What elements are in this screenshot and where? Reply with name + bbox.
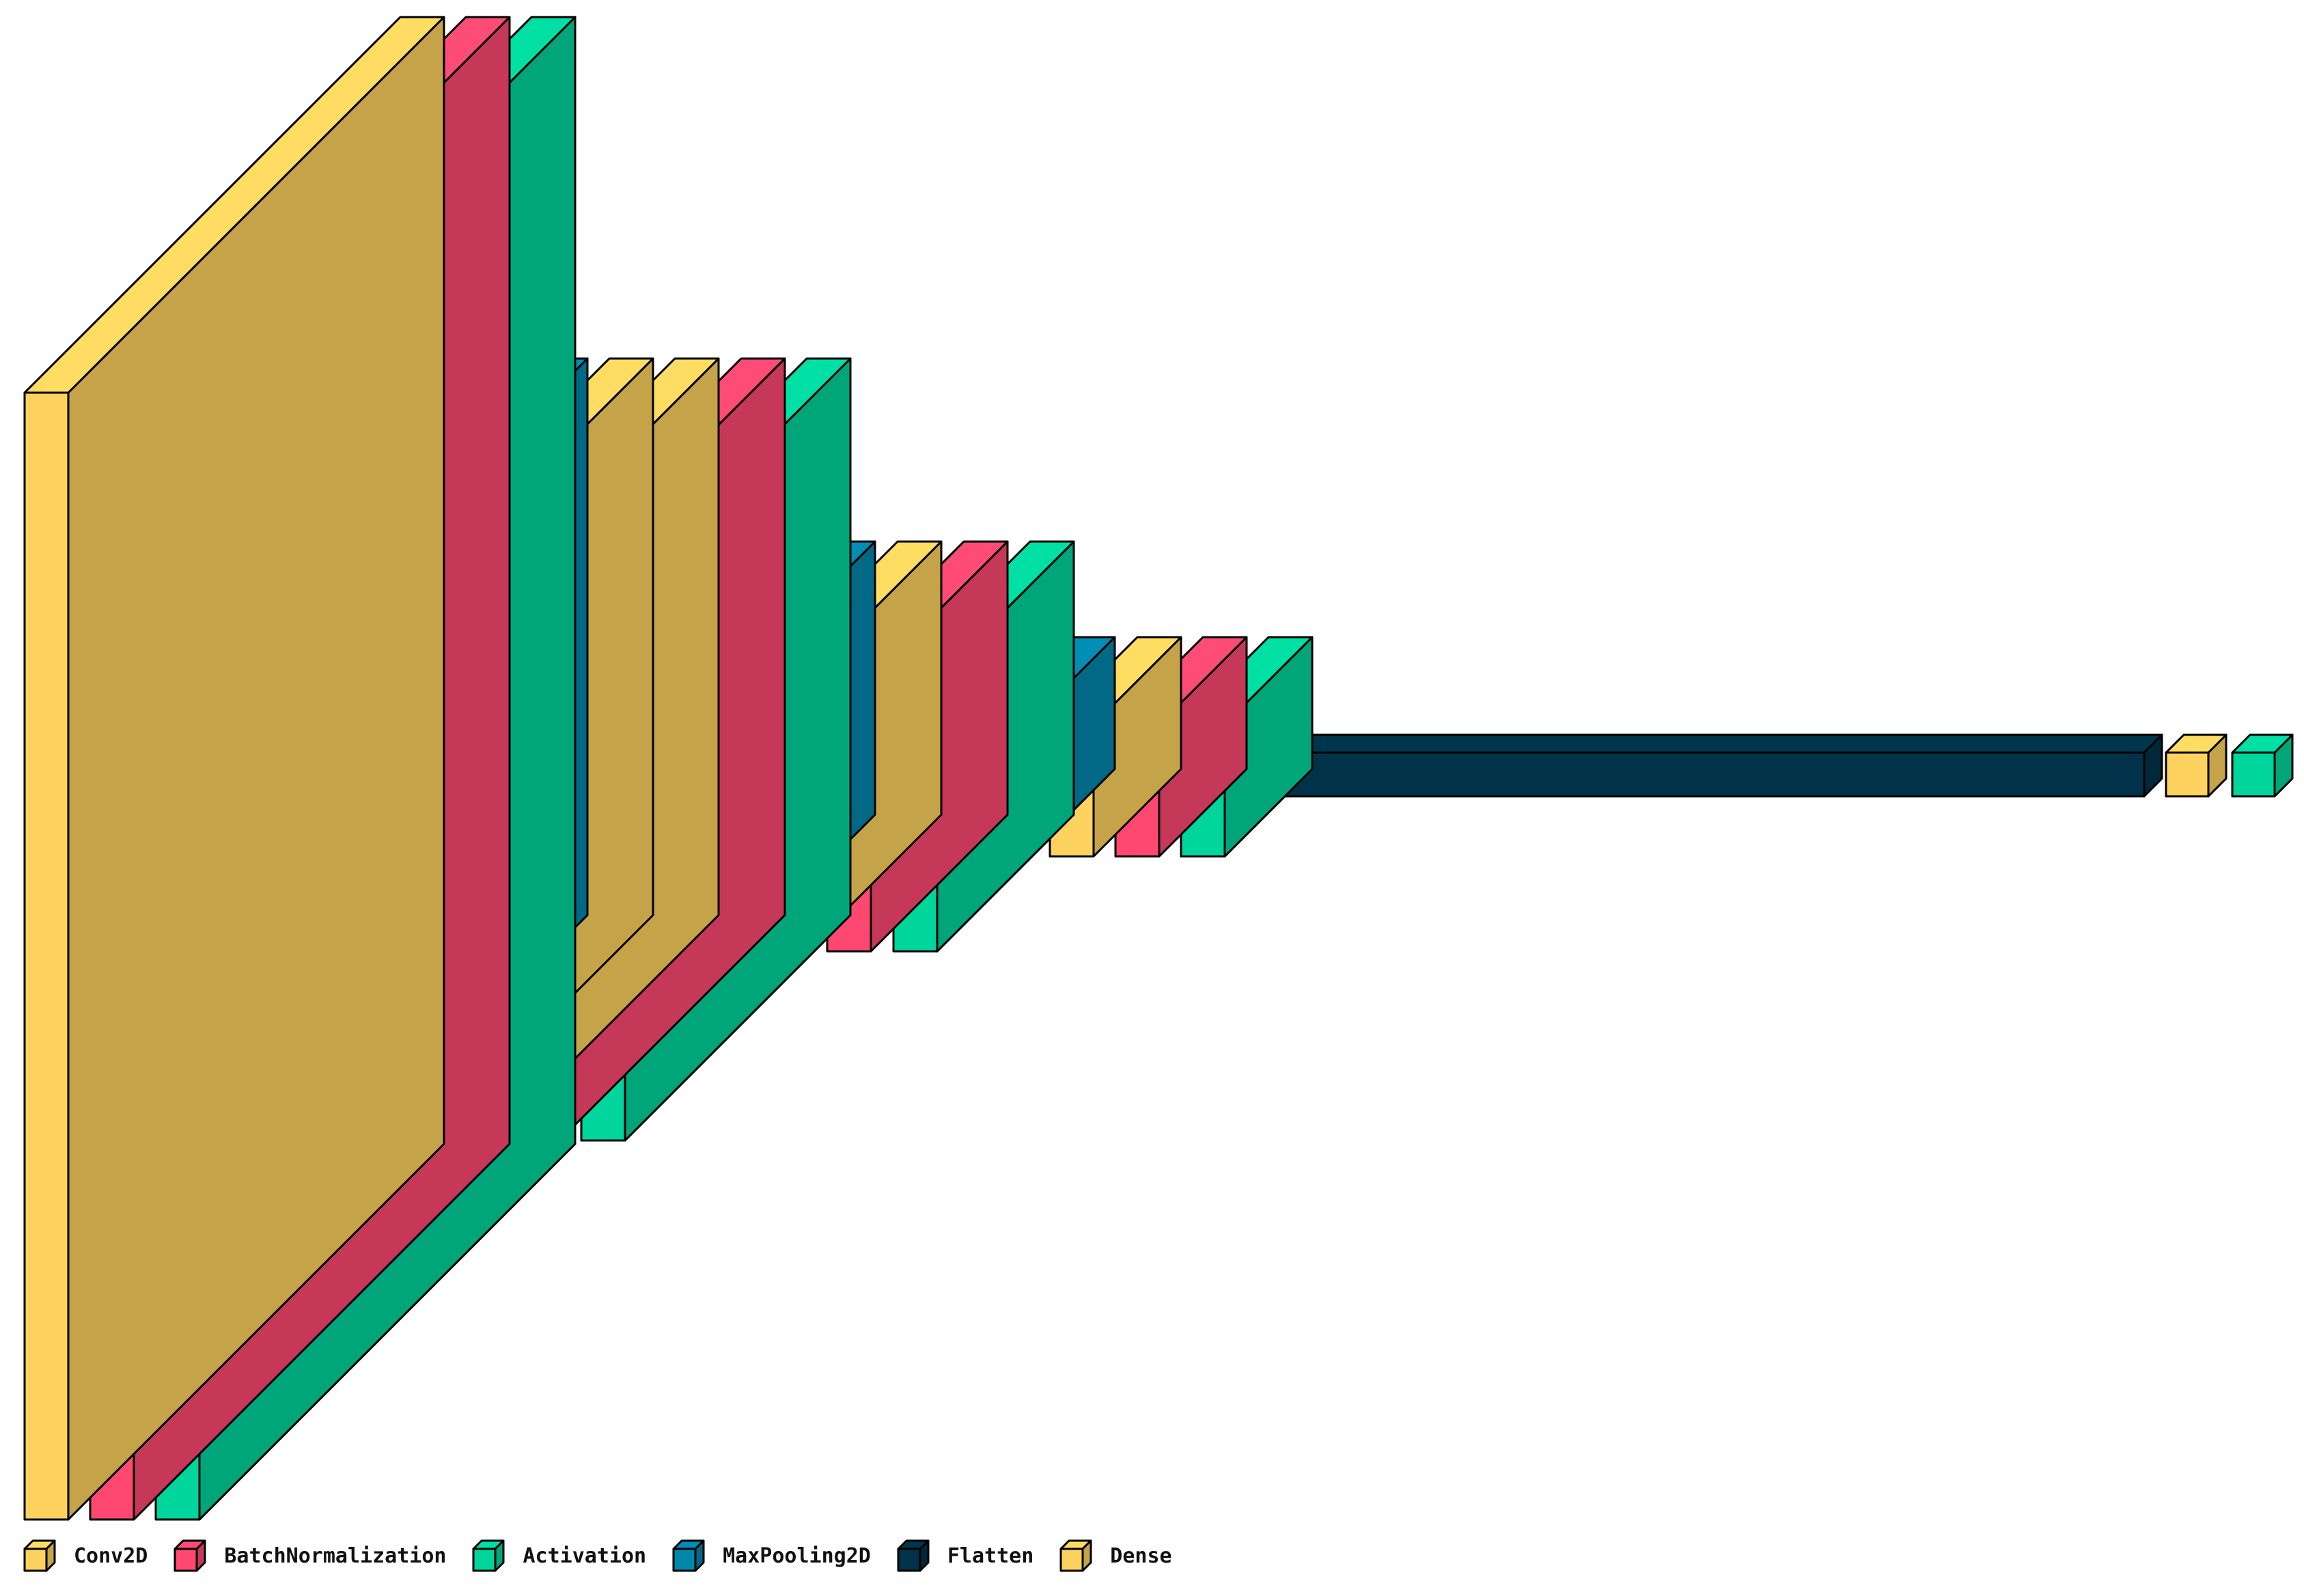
legend-label-activation: Activation	[523, 1543, 647, 1568]
batchnorm-cube-icon	[174, 1539, 206, 1572]
legend-label-batchnorm: BatchNormalization	[224, 1543, 447, 1568]
layer-activation-19	[2231, 733, 2294, 798]
legend-item-dense: Dense	[1057, 1537, 1172, 1575]
legend-item-maxpool: MaxPooling2D	[669, 1537, 871, 1575]
layer-dense-18	[2165, 733, 2227, 798]
legend-label-conv2d: Conv2D	[74, 1543, 148, 1568]
layer-boxes	[23, 16, 2294, 1521]
legend-label-dense: Dense	[1110, 1543, 1172, 1568]
legend-item-activation: Activation	[469, 1537, 646, 1575]
conv2d-cube-icon	[23, 1539, 56, 1572]
layer-conv2d-1	[23, 16, 445, 1521]
legend-label-maxpool: MaxPooling2D	[723, 1543, 871, 1568]
legend-item-batchnorm: BatchNormalization	[171, 1537, 446, 1575]
dense-cube-icon	[1059, 1539, 1092, 1572]
legend: Conv2D BatchNormalization Activation MaxPoo…	[20, 1534, 1195, 1578]
activation-cube-icon	[472, 1539, 505, 1572]
legend-item-flatten: Flatten	[894, 1537, 1033, 1575]
legend-item-conv2d: Conv2D	[20, 1537, 148, 1575]
flatten-cube-icon	[897, 1539, 930, 1572]
legend-label-flatten: Flatten	[947, 1543, 1034, 1568]
layer-flatten-17	[1262, 733, 2163, 798]
maxpool-cube-icon	[672, 1539, 705, 1572]
